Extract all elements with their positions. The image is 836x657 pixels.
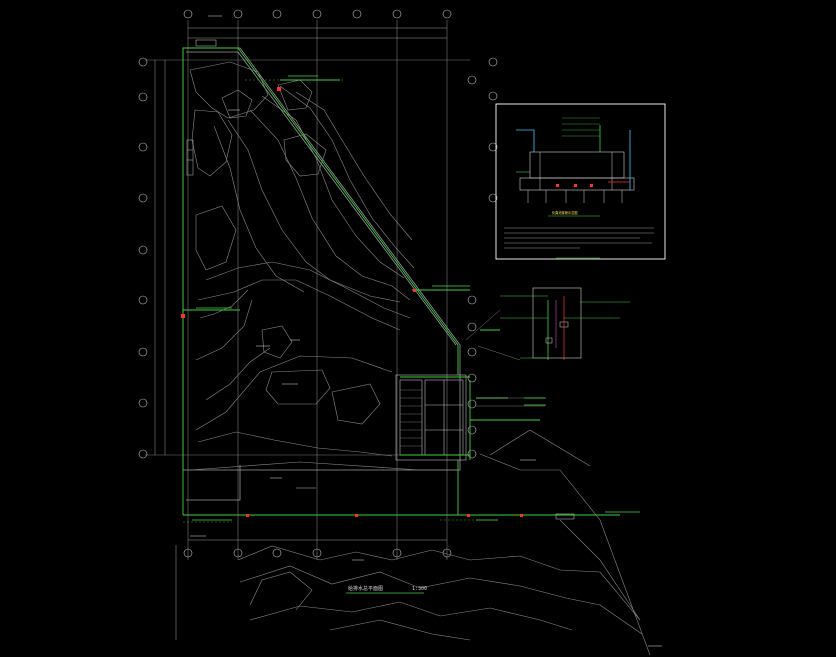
note-box [195, 39, 575, 520]
pump-house [395, 374, 467, 461]
detail-pump-piping [500, 257, 630, 360]
detail-frame: 化粪池接管示意图 [495, 103, 666, 260]
top-dimension [188, 27, 447, 541]
left-axis-bubbles [138, 57, 148, 459]
pump-house-hatch [400, 389, 422, 447]
detail-title: 化粪池接管示意图 [552, 210, 578, 215]
plan-title-group: 给排水总平面图 1:300 [346, 585, 427, 594]
plan-title: 给排水总平面图 [348, 585, 383, 592]
lower-landscape [175, 429, 651, 656]
annotation-marks [192, 75, 640, 521]
top-axis-bubbles [183, 9, 452, 558]
valves [181, 87, 523, 517]
left-fixtures [186, 139, 194, 176]
plan-scale: 1:300 [412, 586, 427, 592]
right-axis-bubbles [467, 57, 498, 459]
annotation-marks-white [190, 15, 662, 647]
pipe-leaders [183, 79, 500, 523]
water-supply-pipe [182, 47, 620, 516]
left-dimension [154, 60, 166, 455]
terrain-contours [189, 61, 415, 457]
